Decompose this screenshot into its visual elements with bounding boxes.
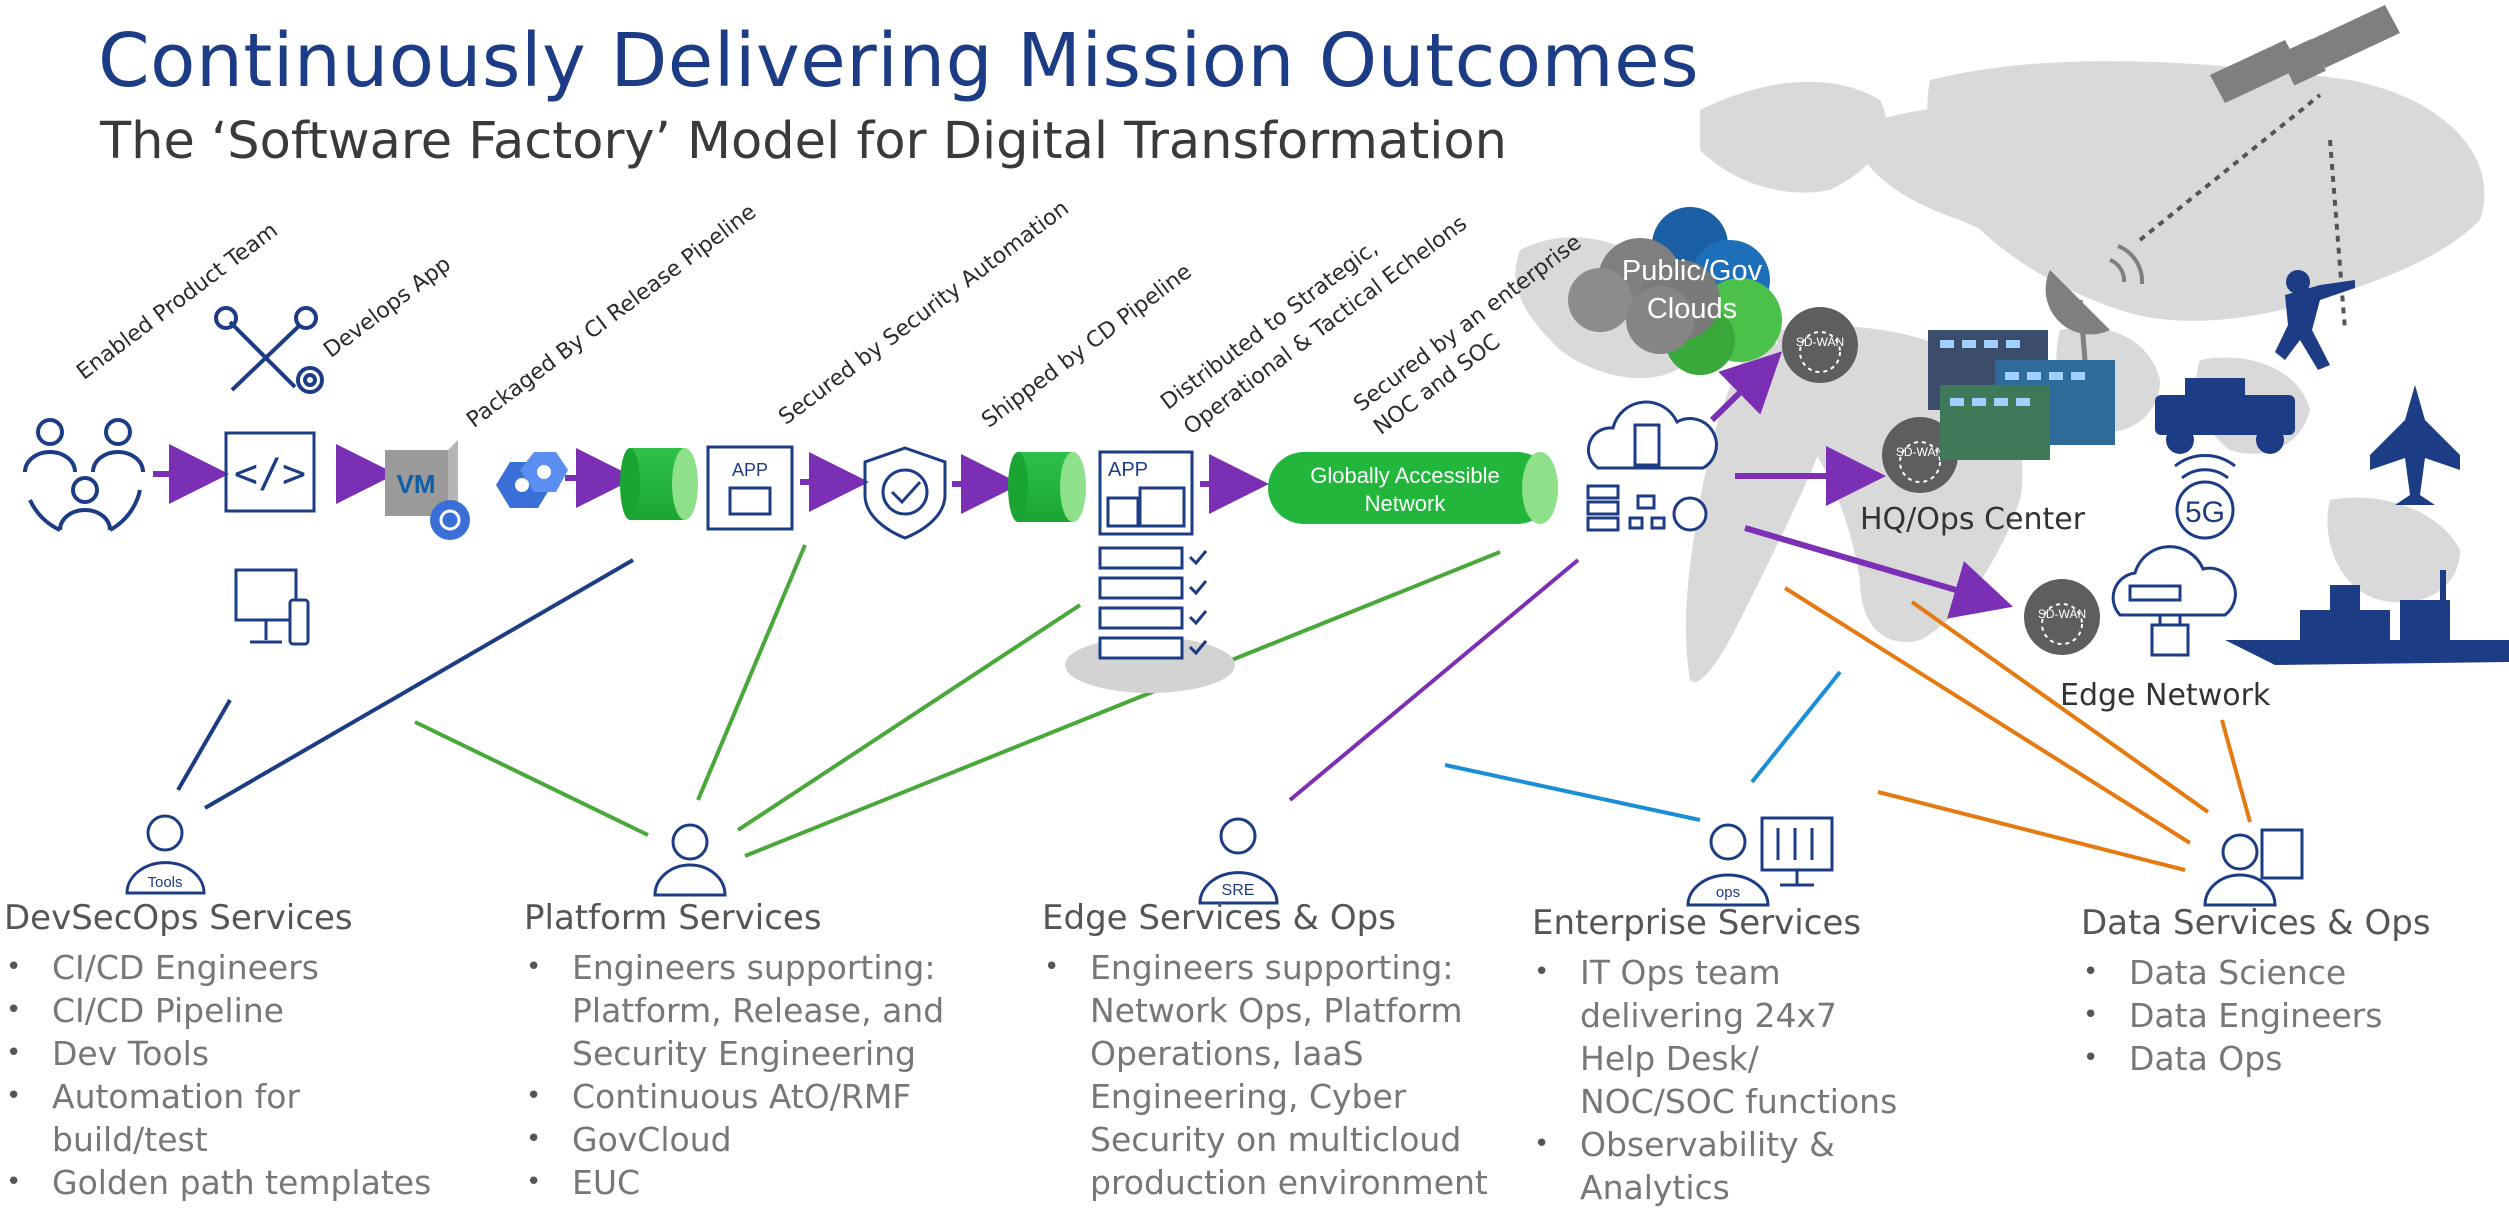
enterprise-services: Enterprise Services IT Ops team deliveri… — [1532, 903, 1952, 1209]
dashboard-icon — [1760, 816, 1834, 887]
person-icon-tools — [125, 814, 206, 895]
list-item: Automation for build/test — [6, 1075, 352, 1161]
container-cylinder-1 — [620, 448, 698, 520]
page-subtitle: The ‘Software Factory’ Model for Digital… — [100, 112, 1507, 171]
app-servers-icon: APP — [1065, 450, 1235, 693]
network-label-1: Globally Accessible — [1310, 463, 1500, 488]
app-container-icon: APP — [706, 445, 794, 531]
code-icon: </> — [224, 431, 316, 513]
edge-list: Engineers supporting: Network Ops, Platf… — [1042, 946, 1512, 1204]
list-item: IT Ops team delivering 24x7 Help Desk/ N… — [1534, 951, 1910, 1123]
warship-icon — [2225, 570, 2509, 665]
desktop-icon — [234, 568, 310, 646]
clouds-label-2: Clouds — [1647, 293, 1737, 325]
datacenter-cloud-icon — [1586, 400, 1718, 532]
data-list: Data Science Data Engineers Data Ops — [2081, 951, 2501, 1080]
person-icon-ops — [1686, 823, 1770, 907]
platform-list: Engineers supporting: Platform, Release,… — [524, 946, 994, 1204]
list-item: Observability & Analytics — [1534, 1123, 1880, 1209]
ops-badge: ops — [1716, 884, 1740, 901]
sdwan-icon-edge: SD-WAN — [2024, 579, 2100, 655]
connector-enterprise-2 — [1750, 670, 1842, 784]
sre-badge: SRE — [1222, 882, 1255, 899]
person-icon-sre — [1198, 817, 1279, 905]
person-icon-platform — [653, 823, 727, 897]
connector-platform-2 — [696, 544, 807, 801]
edge-title: Edge Services & Ops — [1042, 898, 1396, 938]
satellite-link — [2138, 93, 2322, 242]
connector-data-3 — [1877, 790, 2186, 872]
container-cylinder-2 — [1008, 452, 1086, 522]
edge-services: Edge Services & Ops Engineers supporting… — [1042, 898, 1512, 1204]
data-services: Data Services & Ops Data Science Data En… — [2081, 903, 2501, 1080]
app-label-1: APP — [732, 460, 768, 480]
team-connectors — [176, 544, 2252, 872]
list-item: EUC — [526, 1161, 994, 1204]
connector-data-2 — [1910, 600, 2210, 814]
network-label-2: Network — [1365, 491, 1447, 516]
sdwan-label-2: SD-WAN — [1896, 445, 1944, 459]
5g-label: 5G — [2185, 496, 2225, 529]
list-item: CI/CD Pipeline — [6, 989, 474, 1032]
edge-network-label: Edge Network — [2060, 678, 2271, 713]
connector-data-4 — [2220, 719, 2252, 823]
list-item: Engineers supporting: Network Ops, Platf… — [1044, 946, 1510, 1204]
connector-platform-4 — [744, 550, 1501, 858]
clouds-label-1: Public/Gov — [1622, 255, 1763, 287]
platform-title: Platform Services — [524, 898, 822, 938]
list-item: Engineers supporting: Platform, Release,… — [526, 946, 992, 1075]
kubernetes-icon — [496, 452, 568, 508]
list-item: Data Engineers — [2083, 994, 2501, 1037]
sdwan-label-1: SD-WAN — [1796, 335, 1844, 349]
tools-badge: Tools — [147, 874, 182, 891]
connector-enterprise-1 — [1444, 763, 1701, 822]
enterprise-title: Enterprise Services — [1532, 903, 1862, 943]
connector-edge — [1288, 558, 1580, 802]
list-item: Dev Tools — [6, 1032, 474, 1075]
list-item: Data Science — [2083, 951, 2501, 994]
tools-icon — [214, 306, 324, 394]
devsecops-services: DevSecOps Services CI/CD Engineers CI/CD… — [4, 898, 474, 1204]
sdwan-icon-hq: SD-WAN — [1882, 417, 1958, 493]
page-title: Continuously Delivering Mission Outcomes — [98, 18, 1700, 104]
list-item: Golden path templates — [6, 1161, 474, 1204]
5g-tower-icon: 5G — [2174, 453, 2236, 540]
public-clouds-icon: Public/Gov Clouds — [1568, 207, 1782, 375]
sdwan-label-3: SD-WAN — [2038, 607, 2086, 621]
hq-buildings-icon — [1928, 330, 2115, 460]
vehicle-icon — [2155, 378, 2295, 454]
app-label-2: APP — [1108, 459, 1148, 481]
product-team-icon — [23, 418, 145, 532]
vm-label: VM — [397, 469, 436, 499]
devsecops-list: CI/CD Engineers CI/CD Pipeline Dev Tools… — [4, 946, 474, 1204]
connector-devsecops-2 — [203, 558, 635, 810]
satellite-dish-icon — [2045, 244, 2145, 361]
network-tube: Globally Accessible Network — [1268, 452, 1558, 524]
code-symbol: </> — [234, 451, 306, 497]
connector-platform-3 — [736, 603, 1082, 832]
connector-devsecops-1 — [176, 698, 232, 792]
hq-label: HQ/Ops Center — [1860, 502, 2086, 537]
connector-platform-1 — [414, 720, 649, 837]
person-icon-data — [2203, 828, 2304, 907]
connector-data-1 — [1783, 586, 2192, 845]
enterprise-list: IT Ops team delivering 24x7 Help Desk/ N… — [1532, 951, 1952, 1209]
platform-services: Platform Services Engineers supporting: … — [524, 898, 994, 1204]
devsecops-title: DevSecOps Services — [4, 898, 353, 938]
list-item: GovCloud — [526, 1118, 994, 1161]
security-shield-icon — [863, 446, 947, 540]
satellite-icon — [2210, 5, 2400, 103]
data-title: Data Services & Ops — [2081, 903, 2431, 943]
soldier-icon — [2275, 270, 2355, 370]
list-item: Continuous AtO/RMF — [526, 1075, 994, 1118]
edge-cloud-icon — [2111, 545, 2237, 657]
list-item: CI/CD Engineers — [6, 946, 474, 989]
vm-icon: VM — [385, 440, 470, 540]
list-item: Data Ops — [2083, 1037, 2501, 1080]
satellite-link-2 — [2328, 139, 2347, 331]
fighter-jet-icon — [2370, 385, 2460, 505]
pipeline-arrows — [153, 351, 2014, 619]
sdwan-icon-clouds: SD-WAN — [1782, 307, 1858, 383]
